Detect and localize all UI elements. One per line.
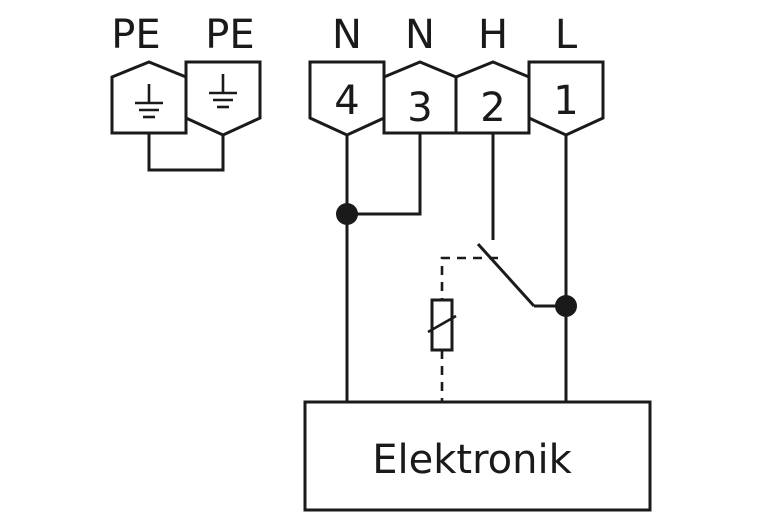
junction-l bbox=[555, 295, 577, 317]
mechanical-link-dashed bbox=[440, 256, 498, 300]
electronics-box: Elektronik bbox=[303, 400, 652, 512]
pe-bridge-wire bbox=[147, 133, 225, 172]
terminal-3-number: 3 bbox=[407, 85, 432, 131]
switch-contact-icon bbox=[476, 242, 566, 308]
ground-symbol-icon bbox=[209, 74, 237, 109]
terminal-1-number: 1 bbox=[553, 78, 578, 124]
pe-terminal-2 bbox=[184, 60, 262, 137]
terminal-3: 3 bbox=[382, 60, 458, 135]
terminal-1: 1 bbox=[527, 60, 605, 137]
terminal-4-number: 4 bbox=[334, 78, 359, 124]
label-pe-1: PE bbox=[111, 12, 160, 58]
label-pe-2: PE bbox=[205, 12, 254, 58]
ground-symbol-icon bbox=[135, 84, 163, 119]
pe-terminal-1 bbox=[110, 60, 188, 135]
heating-element-icon bbox=[427, 298, 457, 352]
electronics-box-label: Elektronik bbox=[372, 437, 572, 483]
label-l: L bbox=[555, 12, 578, 58]
terminal-2-number: 2 bbox=[480, 85, 505, 131]
label-h: H bbox=[478, 12, 508, 58]
terminal-2: 2 bbox=[454, 60, 531, 135]
wire-n-terminal-3 bbox=[347, 133, 422, 216]
label-n-2: N bbox=[405, 12, 435, 58]
junction-n bbox=[336, 203, 358, 225]
terminal-4: 4 bbox=[308, 60, 386, 137]
label-n-1: N bbox=[332, 12, 362, 58]
